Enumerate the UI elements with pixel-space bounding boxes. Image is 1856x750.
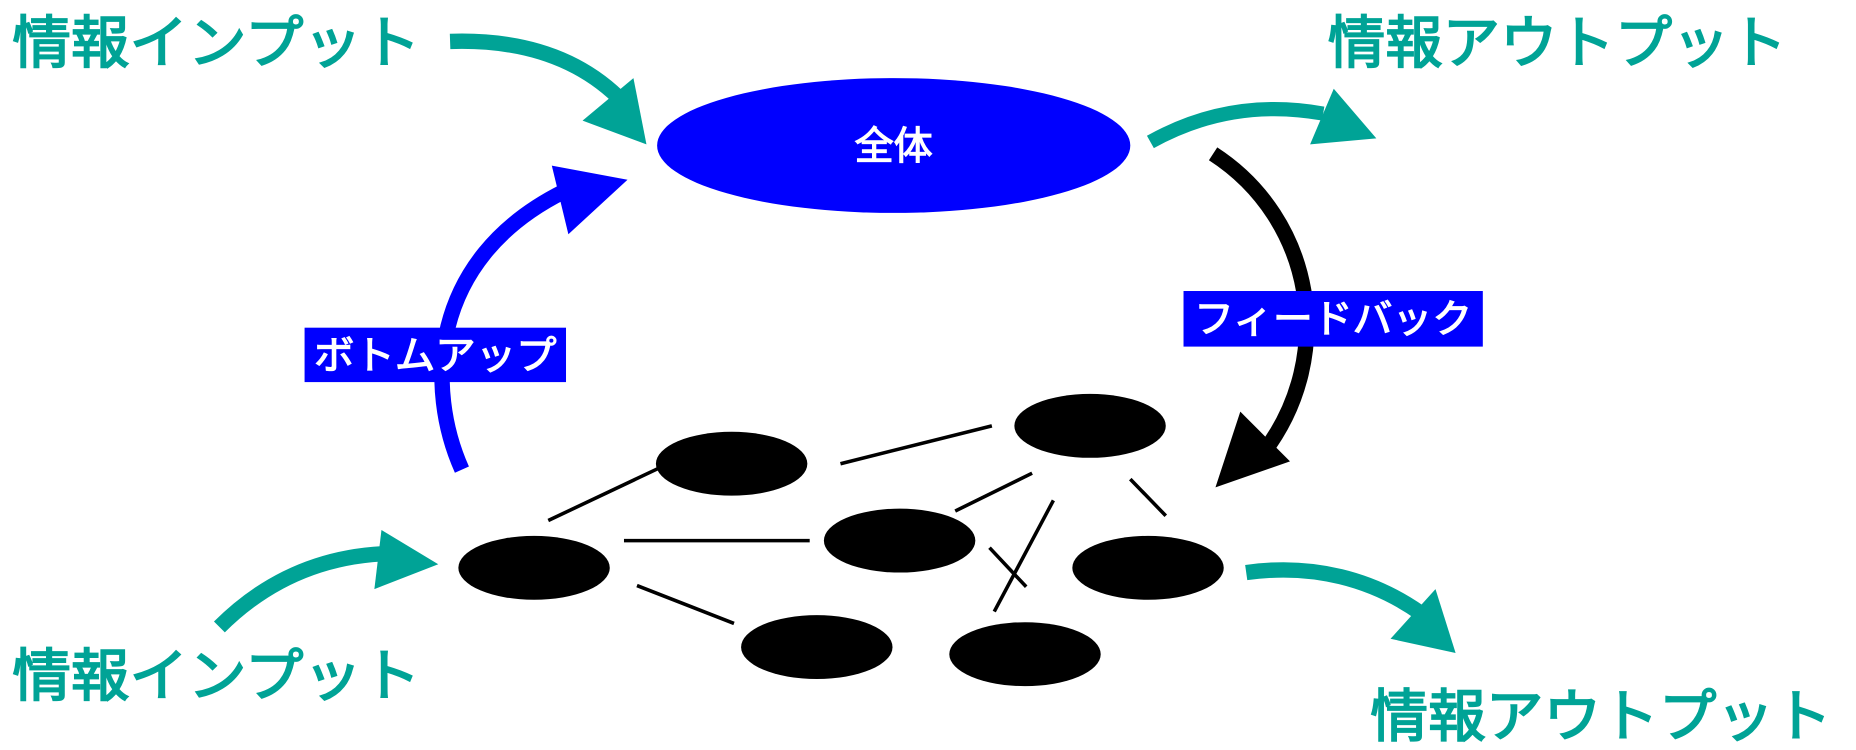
feedback-arrow [1208, 147, 1315, 488]
bottom-up-label: ボトムアップ [314, 334, 558, 379]
output-arrow-bottom [1245, 562, 1456, 653]
input-arrow-bottom-head [374, 529, 439, 590]
input-label-bottom: 情報インプット [12, 644, 420, 710]
bottom-up-label-bg [304, 327, 567, 383]
input-arrow-top-shaft [449, 33, 624, 103]
feedback-arrow-shaft [1208, 147, 1315, 457]
whole-label: 全体 [854, 125, 933, 170]
connection-line [954, 471, 1033, 513]
feedback-label: フィードバック [1194, 297, 1472, 342]
feedback-arrow-head [1215, 411, 1290, 488]
part-node [1072, 535, 1224, 600]
part-node [949, 622, 1101, 687]
input-arrow-top-head [582, 78, 647, 145]
part-node [458, 535, 610, 600]
part-node [655, 431, 808, 496]
bottom-up-arrow-shaft [434, 184, 568, 473]
output-arrow-bottom-shaft [1245, 562, 1425, 620]
connection-line [840, 424, 993, 466]
connection-line [547, 466, 660, 523]
input-arrow-top [449, 33, 647, 145]
connection-line [636, 583, 735, 626]
bottom-up-arrow [434, 165, 628, 473]
output-arrow-top [1146, 88, 1377, 149]
output-arrow-top-head [1310, 88, 1377, 145]
feedback-label-box: フィードバック [1183, 291, 1483, 347]
input-arrow-bottom [213, 529, 439, 633]
output-arrow-top-shaft [1146, 102, 1325, 149]
output-arrow-bottom-head [1390, 589, 1456, 653]
output-label-top: 情報アウトプット [1328, 11, 1787, 77]
whole-ellipse [657, 78, 1131, 213]
part-nodes [458, 393, 1224, 687]
connection-line [1129, 477, 1168, 518]
part-node [741, 615, 893, 680]
part-node [1014, 393, 1166, 458]
whole-node: 全体 [657, 78, 1131, 213]
feedback-label-bg [1183, 291, 1483, 347]
output-label-bottom: 情報アウトプット [1370, 684, 1831, 750]
part-node [823, 508, 976, 573]
part-connections [547, 424, 1168, 626]
input-arrow-bottom-shaft [213, 545, 386, 633]
bottom-up-arrow-head [551, 165, 628, 235]
connection-line [992, 499, 1055, 613]
input-label-top: 情報インプット [12, 11, 420, 77]
connection-line [988, 546, 1028, 588]
bottom-up-label-box: ボトムアップ [304, 327, 567, 383]
